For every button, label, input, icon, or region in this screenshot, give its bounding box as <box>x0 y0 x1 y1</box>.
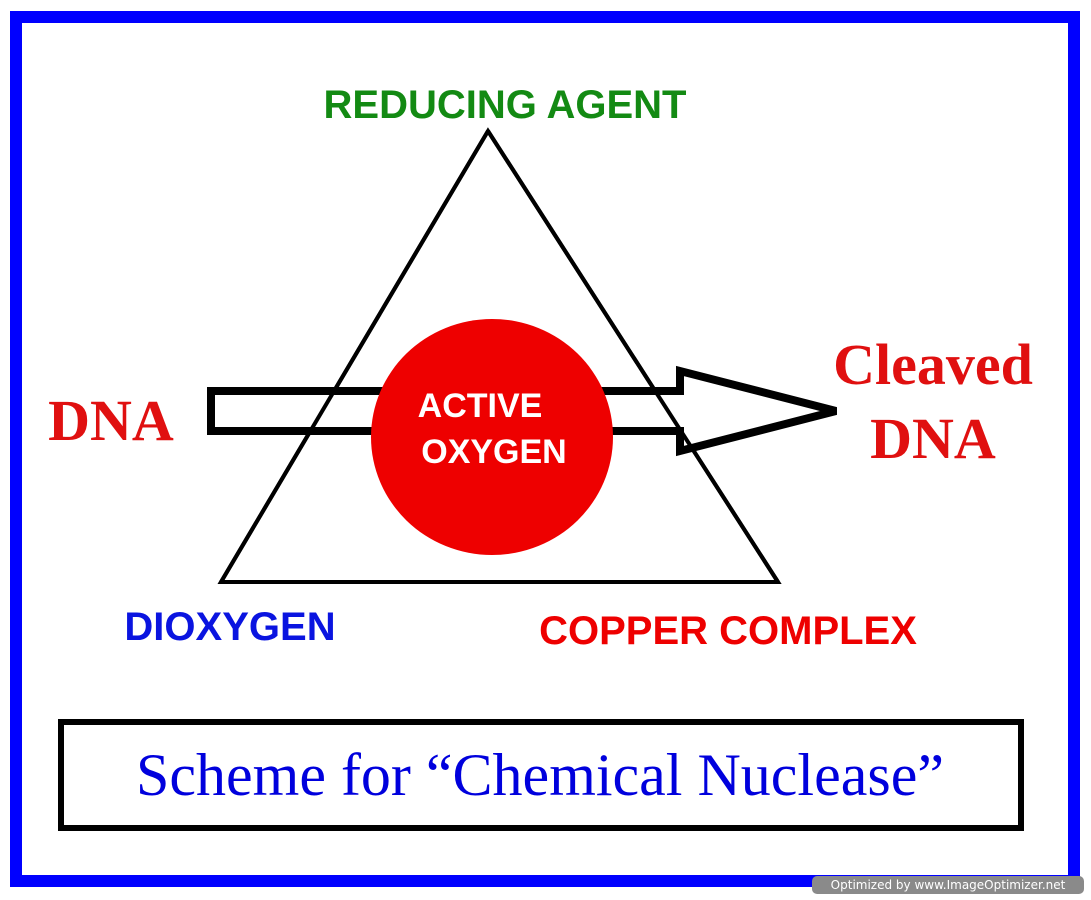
active-oxygen-label-line2: OXYGEN <box>421 433 566 471</box>
active-oxygen-label-line1: ACTIVE <box>418 387 543 425</box>
active-oxygen-circle <box>371 319 613 555</box>
watermark: Optimized by www.ImageOptimizer.net <box>812 876 1084 894</box>
cleaved-dna-label-line2: DNA <box>870 406 996 471</box>
cleaved-dna-label-line1: Cleaved <box>833 332 1033 397</box>
dna-input-label: DNA <box>48 388 174 453</box>
caption-box <box>58 719 1024 831</box>
triangle-left-edge <box>219 129 490 584</box>
triangle-right-edge <box>486 129 780 584</box>
copper-complex-label: COPPER COMPLEX <box>539 609 917 653</box>
dioxygen-label: DIOXYGEN <box>124 605 335 649</box>
caption-text: Scheme for “Chemical Nuclease” <box>136 742 944 808</box>
reducing-agent-label: REDUCING AGENT <box>324 83 687 127</box>
